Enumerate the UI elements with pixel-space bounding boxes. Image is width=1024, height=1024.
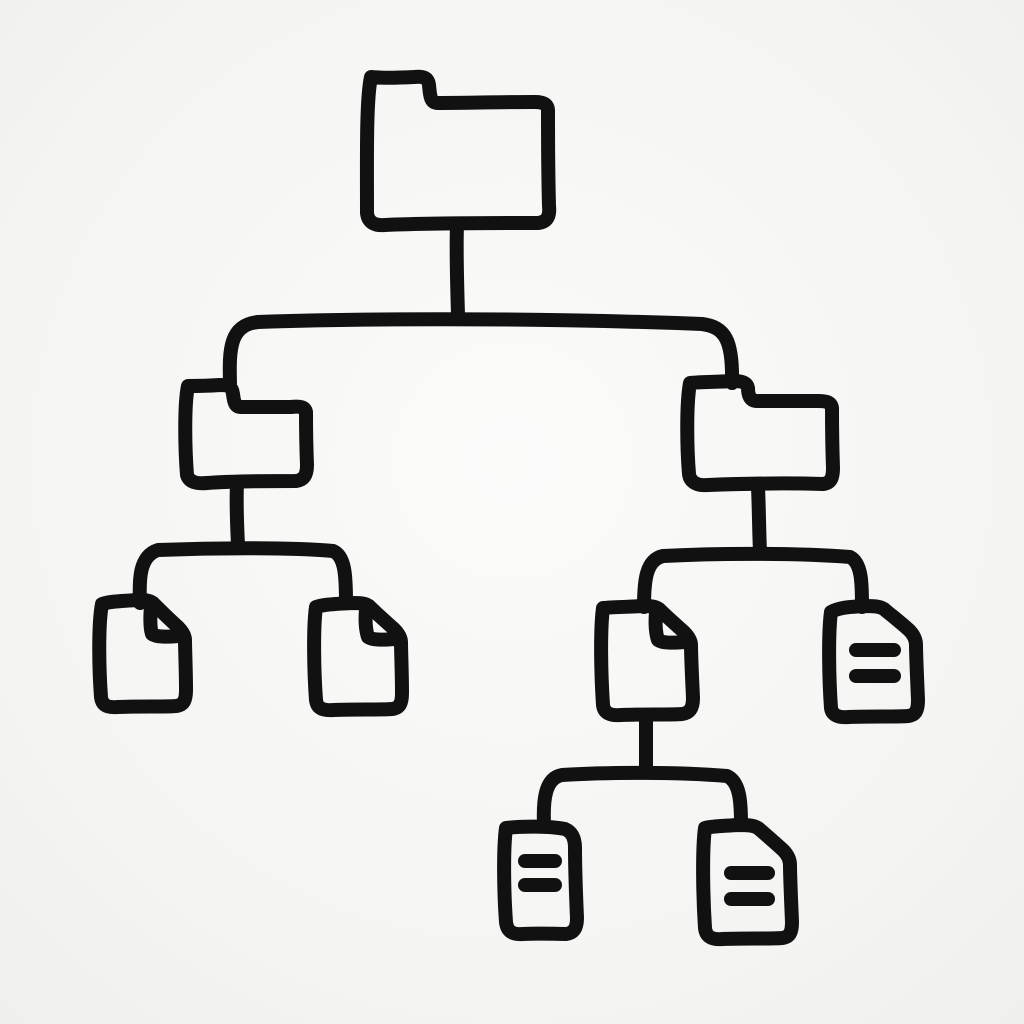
file-branch-line [536, 765, 748, 831]
file-icon-outline [92, 593, 193, 715]
document-icon-outline [822, 599, 925, 725]
root-stem-line [449, 219, 465, 322]
left-folder-branch-line [132, 541, 353, 610]
right-folder-branch-line [637, 546, 869, 614]
file-icon [92, 593, 193, 715]
folder-icon-outline [359, 69, 557, 233]
file-fold-line [358, 602, 402, 647]
file-icon-outline [594, 599, 700, 723]
document-icon [822, 599, 925, 725]
document-icon-outline [696, 818, 799, 947]
file-icon [307, 596, 409, 718]
root-branch-line [222, 312, 740, 390]
folder-icon [359, 69, 557, 233]
folder-icon [178, 378, 314, 491]
document-icon [497, 819, 584, 942]
file-fold-line [143, 599, 186, 644]
tree-nodes [92, 69, 925, 947]
document-icon-outline [497, 819, 584, 942]
document-icon [696, 818, 799, 947]
tree-connectors [132, 219, 869, 831]
file-icon-outline [307, 596, 409, 718]
right-folder-stem-line [751, 480, 767, 559]
folder-icon-outline [178, 378, 314, 491]
folder-icon-outline [680, 374, 840, 493]
file-icon [594, 599, 700, 723]
left-folder-stem-line [229, 477, 245, 552]
folder-icon [680, 374, 840, 493]
file-fold-line [648, 605, 692, 650]
